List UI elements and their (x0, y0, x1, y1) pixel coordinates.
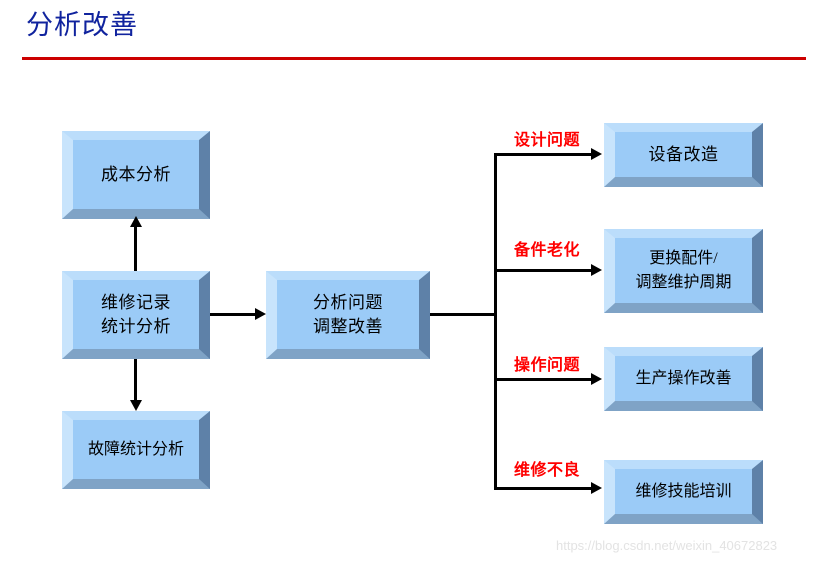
box-analyze-improve-label: 分析问题 调整改善 (313, 292, 383, 336)
box-replace-parts[interactable]: 更换配件/ 调整维护周期 (604, 229, 763, 313)
box-replace-parts-label: 更换配件/ 调整维护周期 (635, 249, 732, 291)
box-fault-statistics[interactable]: 故障统计分析 (62, 411, 210, 489)
branch-line-design-issue (494, 153, 591, 156)
arrow-right-to-analyze-improve (255, 308, 266, 320)
branch-label-parts-aging: 备件老化 (514, 242, 581, 259)
box-repair-records[interactable]: 维修记录 统计分析 (62, 271, 210, 359)
branch-label-poor-maintenance: 维修不良 (514, 462, 581, 479)
box-production-improve-label: 生产操作改善 (635, 369, 732, 387)
connector-repair-to-cost (134, 227, 137, 271)
branch-spine (494, 153, 497, 490)
box-skills-training[interactable]: 维修技能培训 (604, 460, 763, 524)
arrow-up-to-cost-analysis (130, 216, 142, 227)
branch-line-parts-aging (494, 269, 591, 272)
box-equipment-retrofit-label: 设备改造 (648, 144, 719, 164)
box-analyze-improve[interactable]: 分析问题 调整改善 (266, 271, 430, 359)
connector-analyze-to-spine (430, 313, 497, 316)
arrow-right-to-production-improve (591, 373, 602, 385)
arrow-right-to-skills-training (591, 482, 602, 494)
watermark-text: https://blog.csdn.net/weixin_40672823 (556, 538, 778, 553)
arrow-right-to-equipment-retrofit (591, 148, 602, 160)
branch-label-design-issue: 设计问题 (514, 132, 581, 149)
box-cost-analysis-label: 成本分析 (101, 164, 171, 184)
branch-line-poor-maintenance (494, 487, 591, 490)
branch-label-operation-issue: 操作问题 (514, 357, 581, 374)
page-title: 分析改善 (26, 10, 138, 40)
box-production-improve[interactable]: 生产操作改善 (604, 347, 763, 411)
branch-line-operation-issue (494, 378, 591, 381)
box-repair-records-label: 维修记录 统计分析 (101, 292, 171, 336)
connector-repair-to-fault (134, 359, 137, 400)
box-cost-analysis[interactable]: 成本分析 (62, 131, 210, 219)
arrow-down-to-fault-statistics (130, 400, 142, 411)
title-divider (22, 57, 806, 60)
box-equipment-retrofit[interactable]: 设备改造 (604, 123, 763, 187)
arrow-right-to-replace-parts (591, 264, 602, 276)
connector-repair-to-analyze (210, 313, 255, 316)
box-skills-training-label: 维修技能培训 (635, 482, 732, 500)
box-fault-statistics-label: 故障统计分析 (87, 440, 184, 458)
